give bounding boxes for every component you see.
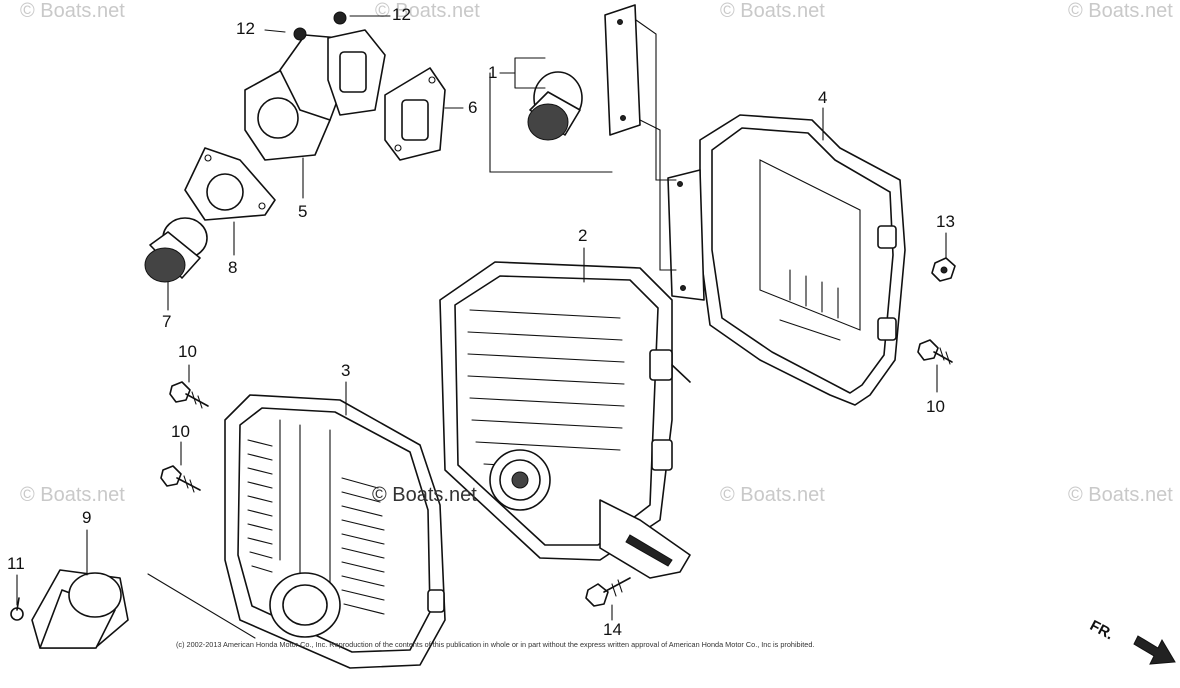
callout-10: 10 — [178, 342, 197, 361]
part-11-screw — [10, 597, 24, 621]
part-10-bolt — [169, 381, 209, 409]
copyright-notice: (c) 2002-2013 American Honda Motor Co., … — [176, 640, 815, 649]
part-6-gasket — [384, 67, 446, 161]
callout-11: 11 — [7, 554, 25, 573]
callout-9: 9 — [82, 508, 92, 527]
watermark-center: © Boats.net — [372, 484, 477, 506]
callout-13: 13 — [936, 212, 955, 231]
part-10-bolt — [160, 465, 201, 493]
callout-7: 7 — [162, 312, 172, 331]
callout-3: 3 — [341, 361, 351, 380]
part-5-exhaust-pipe — [244, 11, 386, 161]
part-1-arrester-assembly — [527, 4, 641, 141]
callout-12: 12 — [392, 5, 411, 24]
callout-14: 14 — [603, 620, 622, 639]
watermark: © Boats.net — [20, 0, 125, 22]
watermark: © Boats.net — [1068, 0, 1173, 22]
part-14-bolt — [585, 577, 631, 607]
leader-lines — [16, 15, 947, 639]
callout-6: 6 — [468, 98, 478, 117]
callout-4: 4 — [818, 88, 828, 107]
callout-2: 2 — [578, 226, 588, 245]
part-3-muffler-protector — [224, 394, 446, 669]
watermark: © Boats.net — [375, 0, 480, 22]
watermark: © Boats.net — [20, 484, 125, 506]
part-8-gasket — [184, 147, 276, 221]
callout-1: 1 — [488, 63, 498, 82]
callout-8: 8 — [228, 258, 238, 277]
callout-10: 10 — [171, 422, 190, 441]
part-13-nut — [931, 257, 956, 282]
callout-10: 10 — [926, 397, 945, 416]
part-7-spark-arrester — [144, 217, 208, 283]
callout-5: 5 — [298, 202, 308, 221]
callout-12: 12 — [236, 19, 255, 38]
part-10-bolt — [917, 339, 953, 365]
watermark: © Boats.net — [720, 484, 825, 506]
front-direction-arrow — [1133, 635, 1176, 665]
part-2-muffler — [439, 261, 691, 579]
part-4-muffler-protector — [667, 114, 906, 406]
watermark: © Boats.net — [1068, 484, 1173, 506]
part-9-exhaust-cover — [31, 569, 129, 649]
watermark: © Boats.net — [720, 0, 825, 22]
